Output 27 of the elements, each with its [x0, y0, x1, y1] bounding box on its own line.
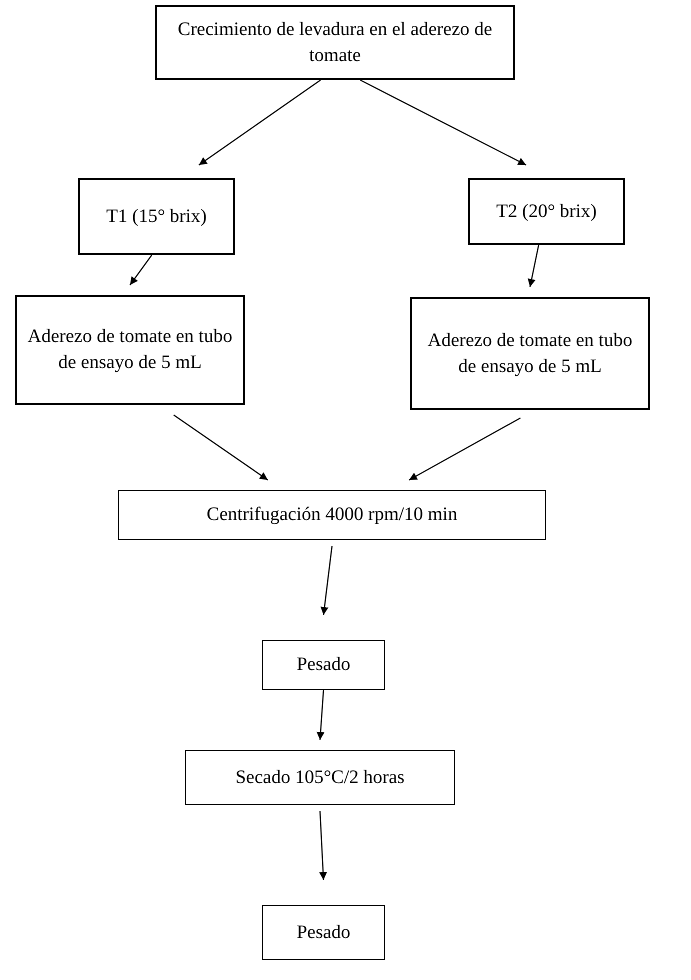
- box-label: Crecimiento de levadura en el aderezo de tomate: [176, 18, 494, 68]
- process-box: [118, 490, 546, 540]
- process-box: [78, 178, 235, 255]
- process-box: [155, 5, 515, 80]
- box-label: Centrifugación 4000 rpm/10 min: [206, 503, 458, 528]
- box-label: Pesado: [296, 920, 350, 945]
- arrow: [360, 79, 526, 166]
- process-box: [410, 297, 650, 410]
- process-box: [15, 295, 245, 405]
- process-box: [468, 178, 625, 245]
- arrow: [408, 417, 521, 481]
- process-box: [262, 905, 385, 960]
- process-box: [185, 750, 455, 805]
- arrow: [528, 244, 540, 288]
- box-label: T2 (20° brix): [496, 200, 597, 224]
- arrow: [320, 546, 333, 616]
- arrow: [319, 810, 328, 880]
- process-box: [262, 640, 385, 690]
- arrow: [198, 80, 321, 166]
- arrow: [130, 254, 152, 286]
- arrow: [316, 690, 325, 740]
- box-label: Aderezo de tomate en tubo de ensayo de 5 mL: [26, 325, 234, 375]
- arrow: [173, 414, 268, 480]
- box-label: Aderezo de tomate en tubo de ensayo de 5 mL: [426, 328, 634, 378]
- box-label: Secado 105°C/2 horas: [235, 766, 405, 790]
- box-label: Pesado: [296, 653, 350, 678]
- box-label: T1 (15° brix): [106, 204, 207, 229]
